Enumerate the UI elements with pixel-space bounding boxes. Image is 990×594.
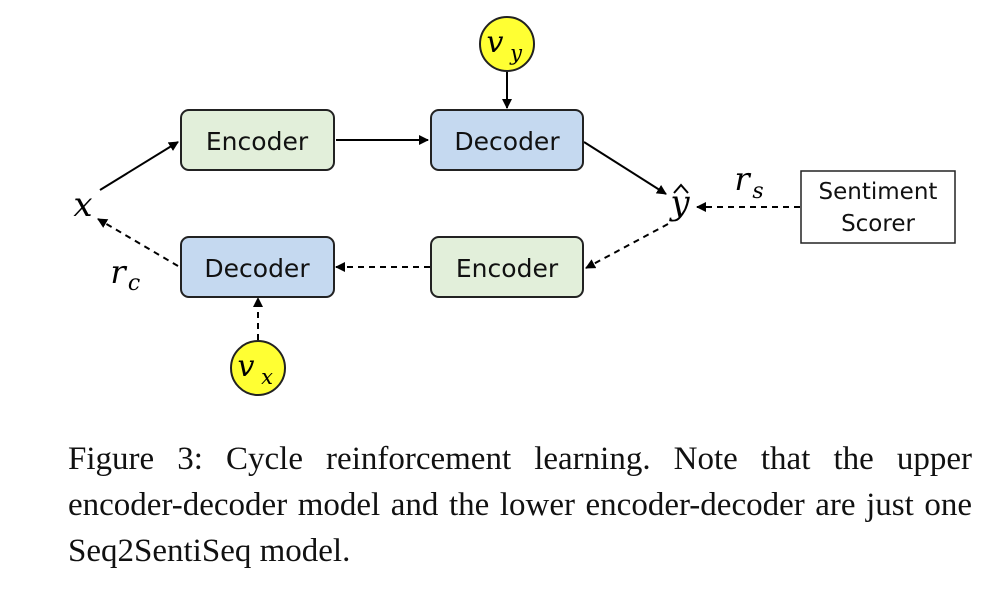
top-encoder-rect bbox=[180, 109, 335, 171]
figure-caption: Figure 3: Cycle reinforcement learning. … bbox=[68, 441, 972, 569]
rs-subscript: s bbox=[752, 179, 763, 204]
rc-subscript: c bbox=[128, 271, 140, 296]
hat-accent bbox=[673, 183, 689, 194]
top-decoder-rect bbox=[430, 109, 584, 171]
vx-label: v bbox=[238, 349, 255, 384]
bottom-decoder-label: Decoder bbox=[204, 254, 310, 283]
x-label: x bbox=[73, 185, 92, 225]
bottom-decoder-rect bbox=[180, 236, 335, 298]
bottom-encoder-box: Encoder bbox=[430, 236, 584, 298]
cycle-rl-diagram: Encoder Decoder Decoder Encoder Sentimen… bbox=[73, 16, 956, 396]
y-hat-label: y bbox=[668, 183, 690, 223]
bottom-decoder-box: Decoder bbox=[180, 236, 335, 298]
vy-subscript: y bbox=[509, 41, 523, 65]
sentiment-scorer-line1: Sentiment bbox=[819, 179, 938, 205]
top-encoder-box: Encoder bbox=[180, 109, 335, 171]
arrow-decoder-to-yhat bbox=[583, 141, 667, 195]
vy-label: v bbox=[487, 25, 504, 60]
bottom-encoder-label: Encoder bbox=[456, 254, 559, 283]
arrow-decoder-to-x bbox=[97, 218, 179, 267]
y-hat-node: y bbox=[668, 183, 690, 223]
top-decoder-label: Decoder bbox=[454, 127, 560, 156]
vy-node: v y bbox=[479, 16, 535, 72]
vx-circle bbox=[230, 340, 286, 396]
sentiment-scorer-line2: Scorer bbox=[841, 211, 915, 237]
rs-label: r bbox=[734, 160, 751, 198]
rc-node: r c bbox=[110, 253, 140, 296]
bottom-encoder-rect bbox=[430, 236, 584, 298]
vx-subscript: x bbox=[261, 365, 273, 389]
top-decoder-box: Decoder bbox=[430, 109, 584, 171]
vx-node: v x bbox=[230, 340, 286, 396]
rc-label: r bbox=[110, 253, 127, 291]
vy-circle bbox=[479, 16, 535, 72]
sentiment-scorer-box: Sentiment Scorer bbox=[800, 170, 956, 244]
top-encoder-label: Encoder bbox=[206, 127, 309, 156]
rs-node: r s bbox=[734, 160, 763, 204]
arrow-x-to-encoder bbox=[99, 141, 179, 191]
sentiment-scorer-rect bbox=[800, 170, 956, 244]
arrow-yhat-to-encoder bbox=[585, 223, 669, 269]
